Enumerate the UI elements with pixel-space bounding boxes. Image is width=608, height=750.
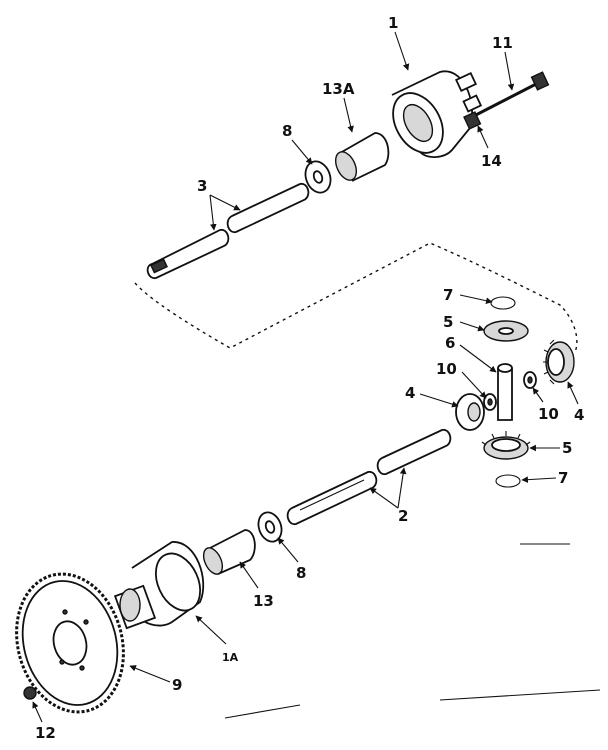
nut-14 (463, 111, 482, 130)
bushing-13a (334, 132, 390, 182)
snap-ring-7-upper (490, 296, 516, 310)
washer-10-left (483, 393, 497, 411)
callout-7-bottom: 7 (558, 469, 568, 487)
axle-shaft-3-b (146, 229, 230, 279)
axle-shaft-2-a (376, 429, 452, 475)
washer-8-lower (257, 511, 283, 543)
housing-1 (391, 70, 483, 158)
callout-2: 2 (398, 507, 408, 525)
bevel-gear-5-lower (481, 431, 531, 460)
callout-14: 14 (481, 152, 502, 170)
callout-4-left: 4 (405, 384, 415, 402)
callout-10-left: 10 (436, 360, 457, 378)
axle-shaft-2-b (286, 471, 378, 525)
callout-1: 1 (388, 14, 398, 32)
thrust-washer-5-upper (483, 320, 529, 342)
sprocket-9 (15, 572, 125, 714)
pinion-gear-4-right (543, 339, 575, 385)
callout-11: 11 (492, 34, 513, 52)
bolt-11 (469, 71, 550, 120)
washer-10-right (523, 371, 537, 389)
callout-7-top: 7 (443, 286, 453, 304)
axle-shaft-3-a (226, 183, 310, 233)
callout-9: 9 (172, 676, 182, 694)
callout-12: 12 (35, 724, 56, 742)
callout-5-top: 5 (443, 313, 453, 331)
edge-mark (439, 689, 601, 701)
callout-13: 13 (253, 592, 274, 610)
callout-10-right: 10 (538, 405, 559, 423)
callout-3: 3 (197, 177, 207, 195)
callout-1a: 1A (222, 651, 239, 664)
snap-ring-7-lower (495, 474, 521, 488)
washer-8-upper (304, 160, 332, 194)
nut-12 (23, 686, 37, 700)
callout-8-top: 8 (282, 122, 292, 140)
callout-13a: 13A (322, 80, 355, 98)
callout-4-right: 4 (574, 406, 584, 424)
callout-5-bottom: 5 (562, 439, 572, 457)
cross-pin-6 (497, 363, 513, 421)
housing-1a (113, 541, 205, 630)
dashed-group-outline (134, 242, 578, 353)
edge-mark (224, 704, 301, 719)
leader-lines (32, 31, 579, 723)
pinion-gear-4-left (455, 393, 485, 431)
callout-8-bottom: 8 (296, 564, 306, 582)
callout-6: 6 (445, 334, 455, 352)
bushing-13 (202, 529, 256, 575)
